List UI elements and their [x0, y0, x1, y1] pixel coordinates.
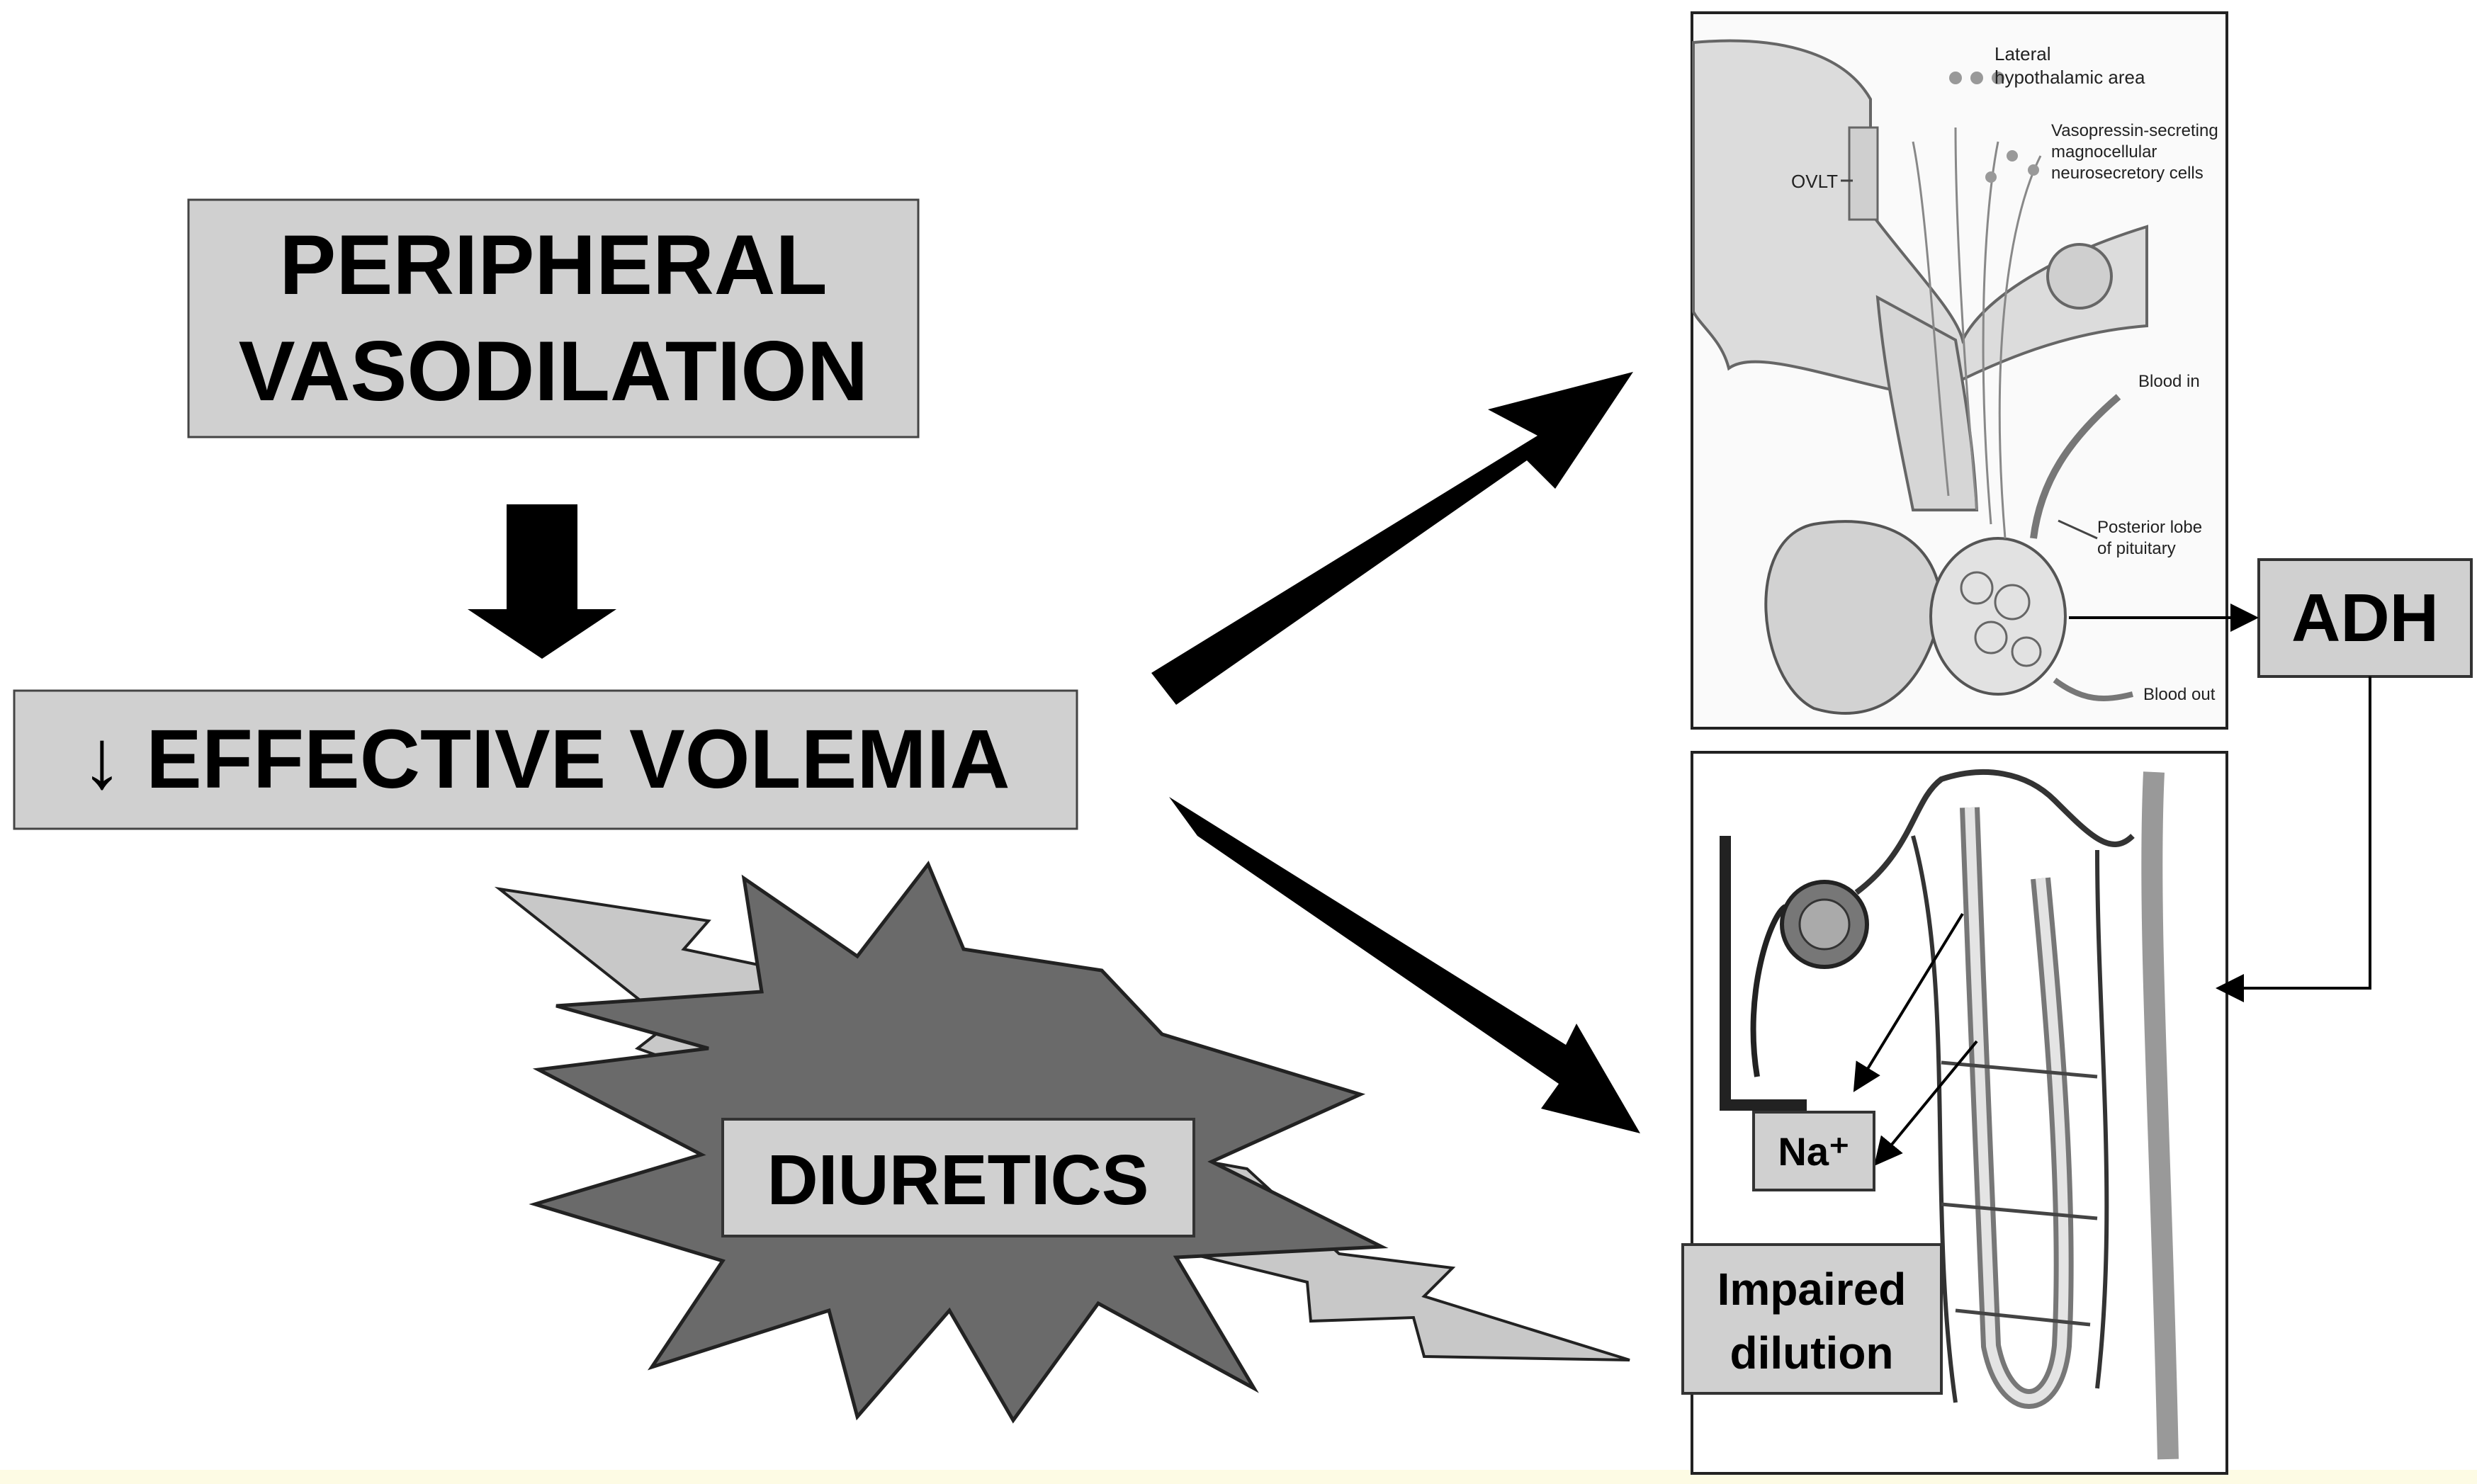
vessel-blood-in: [2030, 394, 2121, 539]
label-blood-out: Blood out: [2143, 685, 2216, 704]
neuron-6: [1985, 171, 1997, 183]
capillary-loop-1: [1960, 571, 1994, 605]
adh-to-duct-arrow: [2216, 676, 2371, 1002]
optic-chiasm: [2046, 243, 2113, 310]
pituitary-panel: Lateral hypothalamic area Vasopressin-se…: [1691, 11, 2228, 730]
glomerulus-core: [1798, 898, 1851, 951]
neuron-2: [1970, 72, 1983, 84]
label-vaso-1: Vasopressin-secreting: [2051, 121, 2218, 140]
vessel-blood-out: [2053, 677, 2133, 701]
capillary-loop-2: [1994, 584, 2031, 621]
hypothalamus-shape: [1692, 39, 2148, 399]
label-vaso-2: magnocellular: [2051, 142, 2157, 162]
capillary-1: [1911, 835, 1958, 1403]
capillary-2: [2095, 849, 2109, 1389]
diuretics-label: DIURETICS: [767, 1140, 1149, 1220]
nerve-fibre-1: [1912, 141, 1950, 497]
peripheral-line1: PERIPHERAL: [279, 217, 827, 312]
collecting-duct: [2141, 771, 2179, 1460]
impaired-line1: Impaired: [1717, 1264, 1907, 1315]
impaired-dilution-box: Impaired dilution: [1681, 1243, 1943, 1395]
diuretics-box-bg: [721, 1118, 1195, 1237]
ovlt-structure: [1848, 126, 1879, 221]
peripheral-line2: VASODILATION: [239, 324, 869, 419]
capillary-loop-3: [1974, 621, 2008, 655]
label-lateral-2: hypothalamic area: [1994, 67, 2145, 88]
posterior-lobe: [1929, 537, 2067, 696]
capillary-loop-4: [2011, 636, 2042, 667]
label-posterior-2: of pituitary: [2097, 539, 2176, 558]
na-box-bg: [1752, 1111, 1875, 1191]
efferent-vessel: [1854, 769, 2135, 895]
pituitary-stalk: [1875, 295, 1979, 511]
diuretics-box: DIURETICS: [721, 1118, 1195, 1237]
na-arrow-2: [1873, 1040, 1978, 1167]
anterior-lobe: [1764, 520, 1943, 715]
arrow-to-kidney: [1169, 797, 1640, 1133]
label-vaso-3: neurosecretory cells: [2051, 164, 2204, 183]
na-box: Na⁺: [1752, 1111, 1875, 1191]
peripheral-box-bg: [187, 198, 920, 438]
artery: [1720, 836, 1807, 1111]
volemia-box-bg: [13, 689, 1078, 830]
loop-of-henle-inner: [1965, 807, 2069, 1404]
down-arrow: [468, 504, 616, 659]
adh-box: ADH: [2257, 558, 2473, 678]
effective-volemia-box: ↓ EFFECTIVE VOLEMIA: [13, 689, 1078, 830]
adh-box-bg: [2257, 558, 2473, 678]
na-label: Na⁺: [1778, 1129, 1849, 1174]
label-lateral-1: Lateral: [1994, 43, 2051, 64]
nerve-fibre-2: [1954, 127, 1978, 511]
afferent-vessel: [1750, 904, 1788, 1077]
capillary-network: [1941, 1060, 2098, 1327]
label-blood-in: Blood in: [2138, 372, 2200, 391]
volemia-label: ↓ EFFECTIVE VOLEMIA: [81, 713, 1010, 806]
label-posterior-1: Posterior lobe: [2097, 518, 2202, 537]
neuron-5: [2028, 164, 2039, 176]
leader-posterior: [2058, 519, 2098, 540]
adh-label: ADH: [2291, 580, 2439, 656]
arrow-to-pituitary: [1151, 372, 1633, 705]
neuron-3: [1992, 72, 2004, 84]
nerve-fibre-4: [1998, 155, 2042, 539]
na-arrow-1: [1853, 912, 1964, 1092]
neuron-1: [1949, 72, 1962, 84]
impaired-box-bg: [1681, 1243, 1943, 1395]
impaired-line2: dilution: [1730, 1327, 1893, 1378]
peripheral-vasodilation-box: PERIPHERAL VASODILATION: [187, 198, 920, 438]
neuron-4: [2007, 150, 2018, 162]
label-ovlt: OVLT: [1791, 171, 1838, 192]
